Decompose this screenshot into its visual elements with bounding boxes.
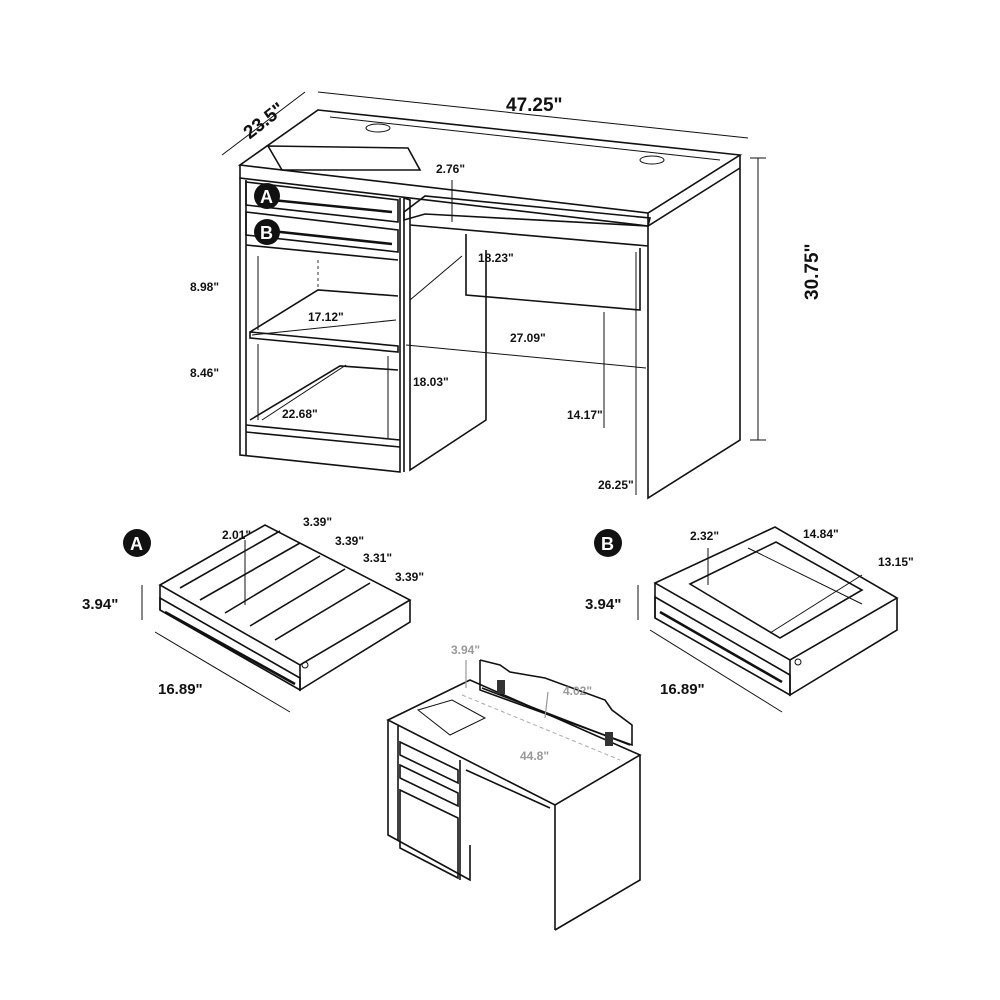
dim-riser-width: 44.8"	[520, 749, 549, 763]
dim-a-width: 16.89"	[158, 681, 203, 698]
tray-recess	[266, 145, 422, 171]
drawer-b-drawing	[637, 526, 899, 713]
dim-apron-clearance: 14.17"	[567, 408, 603, 422]
dim-tray-gap: 2.76"	[436, 162, 465, 176]
dim-a-divider-3: 3.31"	[363, 551, 392, 565]
dim-depth: 23.5"	[240, 99, 289, 144]
main-desk-drawing	[221, 91, 766, 500]
dim-cabinet-depth: 22.68"	[282, 407, 318, 421]
dim-riser-height: 3.94"	[451, 643, 480, 657]
dim-leg-clearance: 26.25"	[598, 478, 634, 492]
dim-a-divider-1: 3.39"	[303, 515, 332, 529]
dim-riser-depth: 4.02"	[563, 684, 592, 698]
dim-shelf-width: 17.12"	[308, 310, 344, 324]
drawer-a-drawing	[141, 524, 412, 713]
dim-width: 47.25"	[506, 95, 563, 116]
dim-knee-depth: 18.23"	[478, 251, 514, 265]
dim-a-divider-2: 3.39"	[335, 534, 364, 548]
drawer-b-badge	[594, 529, 622, 557]
dim-b-inner-height: 2.32"	[690, 529, 719, 543]
dim-shelf-upper: 8.98"	[190, 280, 219, 294]
dim-a-height: 3.94"	[82, 596, 118, 613]
dim-b-inner-width: 14.84"	[803, 527, 839, 541]
dim-a-compartment-depth: 2.01"	[222, 528, 251, 542]
drawer-a-marker-label: A	[260, 187, 273, 207]
drawer-a-badge	[123, 529, 151, 557]
dim-shelf-lower: 8.46"	[190, 366, 219, 380]
drawer-b-marker-label: B	[260, 223, 273, 243]
dim-height: 30.75"	[802, 243, 823, 300]
dim-b-inner-depth: 13.15"	[878, 555, 914, 569]
drawer-b-badge-label: B	[601, 534, 614, 554]
dim-a-divider-4: 3.39"	[395, 570, 424, 584]
drawer-a-badge-label: A	[130, 534, 143, 554]
drawer-a-marker	[254, 183, 280, 209]
dim-knee-width: 27.09"	[510, 331, 546, 345]
hutch-iso-drawing	[386, 659, 642, 931]
drawer-b-marker	[254, 219, 280, 245]
dim-b-width: 16.89"	[660, 681, 705, 698]
dim-cabinet-inner-height: 18.03"	[413, 375, 449, 389]
dim-b-height: 3.94"	[585, 596, 621, 613]
